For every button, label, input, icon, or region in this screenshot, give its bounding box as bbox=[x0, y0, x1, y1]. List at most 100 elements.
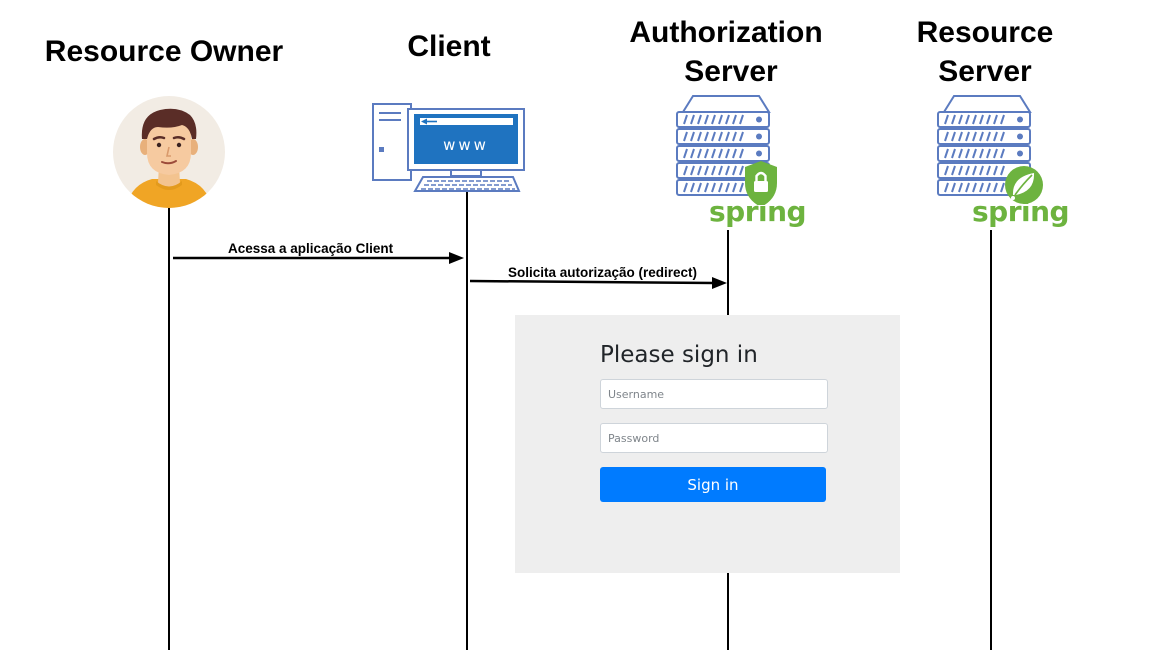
server-vent-slot bbox=[965, 148, 970, 159]
resource-server-title-line1: Resource bbox=[916, 16, 1054, 49]
person-avatar-icon bbox=[112, 95, 226, 209]
server-vent-slot bbox=[993, 165, 998, 176]
server-vent-slot bbox=[725, 114, 730, 125]
server-vent-slot bbox=[944, 131, 949, 142]
server-vent-slot bbox=[739, 148, 744, 159]
sign-in-button[interactable]: Sign in bbox=[600, 467, 826, 502]
server-vent-slot bbox=[965, 165, 970, 176]
server-vent-slot bbox=[944, 148, 949, 159]
server-vent-slot bbox=[979, 114, 984, 125]
authorization-server-spring-logo: spring bbox=[709, 195, 807, 228]
login-form-title: Please sign in bbox=[600, 342, 758, 368]
server-vent-slot bbox=[986, 148, 991, 159]
server-vent-slot bbox=[690, 114, 695, 125]
authorization-server-title-line1: Authorization bbox=[629, 16, 823, 49]
server-vent-slot bbox=[972, 182, 977, 193]
server-vent-slot bbox=[732, 182, 737, 193]
server-vent-slot bbox=[958, 148, 963, 159]
server-vent-slot bbox=[739, 165, 744, 176]
server-vent-slot bbox=[1000, 148, 1005, 159]
access-client-arrow-label: Acessa a aplicação Client bbox=[228, 241, 394, 256]
server-vent-slot bbox=[986, 165, 991, 176]
server-vent-slot bbox=[1000, 182, 1005, 193]
server-vent-slot bbox=[690, 148, 695, 159]
client-screen-text: www bbox=[443, 136, 489, 154]
server-vent-slot bbox=[979, 182, 984, 193]
server-vent-slot bbox=[718, 165, 723, 176]
server-vent-slot bbox=[732, 131, 737, 142]
server-vent-slot bbox=[979, 165, 984, 176]
server-vent-slot bbox=[704, 148, 709, 159]
server-vent-slot bbox=[944, 114, 949, 125]
server-vent-slot bbox=[958, 165, 963, 176]
server-vent-slot bbox=[993, 148, 998, 159]
server-vent-slot bbox=[732, 114, 737, 125]
authorization-server-title-line2: Server bbox=[684, 55, 778, 88]
server-vent-slot bbox=[951, 182, 956, 193]
server-vent-slot bbox=[951, 131, 956, 142]
server-with-spring-leaf-icon: spring bbox=[936, 95, 1076, 235]
server-vent-slot bbox=[690, 131, 695, 142]
authorization-server-title: Authorization Server bbox=[606, 13, 846, 91]
server-vent-slot bbox=[711, 182, 716, 193]
server-vent-slot bbox=[732, 148, 737, 159]
server-vent-slot bbox=[683, 131, 688, 142]
server-vent-slot bbox=[718, 131, 723, 142]
server-vent-slot bbox=[683, 165, 688, 176]
server-vent-slot bbox=[690, 165, 695, 176]
username-input[interactable] bbox=[600, 379, 828, 409]
server-vent-slot bbox=[986, 114, 991, 125]
server-vent-slot bbox=[1000, 131, 1005, 142]
server-vent-slot bbox=[704, 182, 709, 193]
server-status-light bbox=[1017, 133, 1023, 140]
server-vent-slot bbox=[725, 165, 730, 176]
server-vent-slot bbox=[739, 131, 744, 142]
server-vent-slot bbox=[739, 114, 744, 125]
server-vent-slot bbox=[986, 131, 991, 142]
request-authorization-arrow-label: Solicita autorização (redirect) bbox=[508, 265, 698, 280]
resource-owner-lifeline bbox=[168, 206, 170, 650]
resource-server-title-line2: Server bbox=[938, 55, 1032, 88]
server-vent-slot bbox=[690, 182, 695, 193]
server-vent-slot bbox=[725, 148, 730, 159]
server-vent-slot bbox=[711, 114, 716, 125]
server-vent-slot bbox=[718, 148, 723, 159]
server-vent-slot bbox=[944, 165, 949, 176]
server-vent-slot bbox=[697, 131, 702, 142]
server-vent-slot bbox=[972, 148, 977, 159]
server-vent-slot bbox=[704, 165, 709, 176]
server-vent-slot bbox=[683, 114, 688, 125]
server-vent-slot bbox=[1000, 114, 1005, 125]
server-vent-slot bbox=[711, 165, 716, 176]
server-rack-units bbox=[937, 111, 1031, 196]
server-vent-slot bbox=[993, 114, 998, 125]
server-vent-slot bbox=[986, 182, 991, 193]
server-vent-slot bbox=[944, 182, 949, 193]
server-vent-slot bbox=[683, 182, 688, 193]
server-vent-slot bbox=[718, 114, 723, 125]
server-vent-slot bbox=[965, 182, 970, 193]
server-vent-slot bbox=[993, 131, 998, 142]
server-with-lock-icon: spring bbox=[675, 95, 807, 235]
server-vent-slot bbox=[725, 131, 730, 142]
server-vent-slot bbox=[958, 182, 963, 193]
server-vent-slot bbox=[697, 165, 702, 176]
resource-owner-title: Resource Owner bbox=[44, 35, 284, 68]
server-vent-slot bbox=[704, 114, 709, 125]
server-vent-slot bbox=[718, 182, 723, 193]
password-input[interactable] bbox=[600, 423, 828, 453]
resource-server-title: Resource Server bbox=[885, 13, 1085, 91]
server-vent-slot bbox=[958, 131, 963, 142]
server-vent-slot bbox=[951, 114, 956, 125]
server-vent-slot bbox=[958, 114, 963, 125]
server-vent-slot bbox=[979, 148, 984, 159]
server-vent-slot bbox=[965, 131, 970, 142]
desktop-computer-icon: www bbox=[371, 103, 527, 195]
server-status-light bbox=[1017, 116, 1023, 123]
server-vent-slot bbox=[979, 131, 984, 142]
server-vent-slot bbox=[951, 165, 956, 176]
client-lifeline bbox=[466, 192, 468, 650]
login-form-panel: Please sign in Sign in bbox=[515, 315, 900, 573]
